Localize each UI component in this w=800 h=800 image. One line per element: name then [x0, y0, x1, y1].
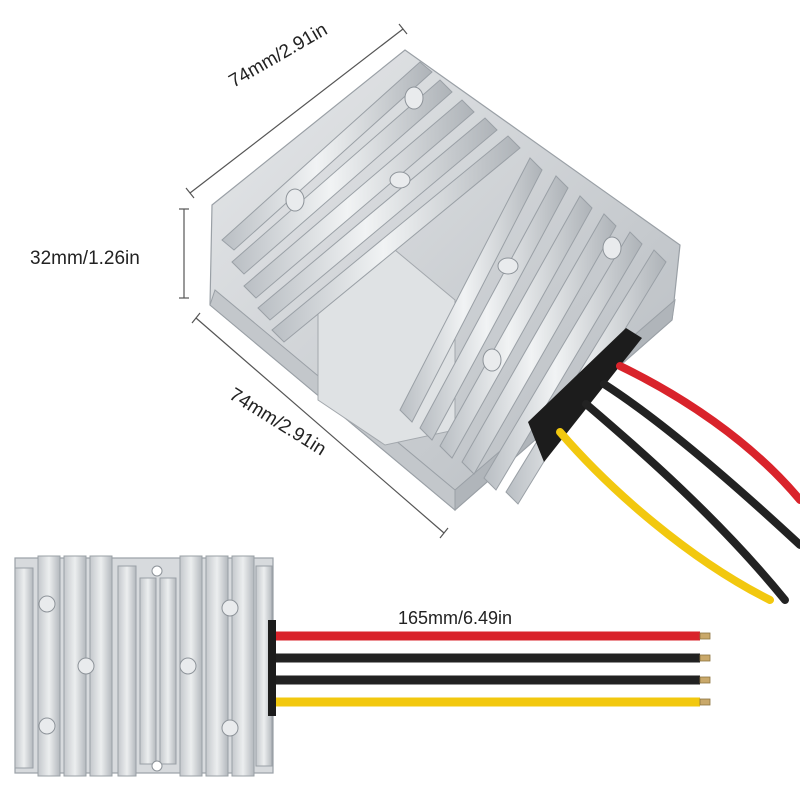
wire-grommet — [528, 328, 642, 462]
converter-front-view — [14, 555, 711, 777]
wires-straight — [276, 631, 700, 707]
dimension-line-top — [185, 23, 408, 199]
dimension-line-bottom — [191, 312, 449, 539]
wire-length-label: 165mm/6.49in — [398, 608, 513, 628]
screw-heads — [285, 86, 622, 372]
wires-isometric — [556, 362, 800, 604]
height-label: 32mm/1.26in — [30, 248, 140, 269]
converter-isometric — [209, 49, 800, 604]
dimension-line-height — [179, 208, 189, 299]
heatsink-fins — [221, 61, 667, 505]
